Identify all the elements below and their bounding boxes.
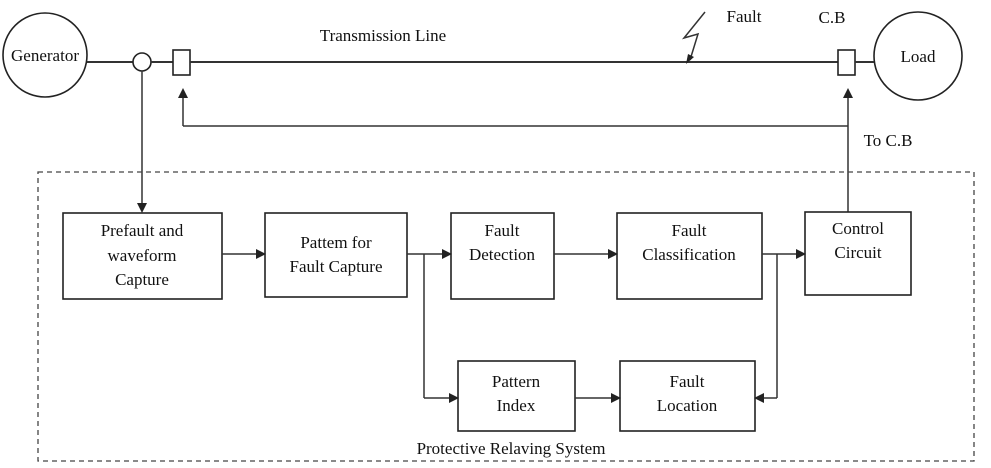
svg-text:Control: Control — [832, 219, 884, 238]
svg-text:Pattem for: Pattem for — [300, 233, 372, 252]
prefault-block: Prefault and waveform Capture — [62, 212, 223, 300]
to-cb-label: To C.B — [864, 131, 913, 150]
fault-classification-block: Fault Classification — [616, 212, 763, 300]
pattern-capture-block: Pattem for Fault Capture — [264, 212, 408, 298]
fault-label: Fault — [727, 7, 762, 26]
transmission-line-label: Transmission Line — [320, 26, 446, 45]
svg-text:Index: Index — [497, 396, 536, 415]
svg-text:Fault: Fault — [670, 372, 705, 391]
svg-text:Fault: Fault — [485, 221, 520, 240]
system-label: Protective Relaving System — [417, 439, 606, 458]
control-circuit-block: Control Circuit — [804, 211, 912, 296]
svg-text:Detection: Detection — [469, 245, 536, 264]
fault-lightning-icon — [681, 11, 706, 64]
circuit-breaker-right — [837, 49, 856, 76]
generator-node: Generator — [2, 12, 88, 98]
trip-signal-path — [178, 88, 853, 212]
svg-text:Circuit: Circuit — [834, 243, 881, 262]
circuit-breaker-left — [172, 49, 191, 76]
load-label: Load — [901, 47, 936, 66]
fault-detection-block: Fault Detection — [450, 212, 555, 300]
generator-label: Generator — [11, 46, 79, 65]
svg-text:Fault: Fault — [672, 221, 707, 240]
svg-text:waveform: waveform — [108, 246, 177, 265]
svg-text:Pattern: Pattern — [492, 372, 541, 391]
svg-text:Prefault and: Prefault and — [101, 221, 184, 240]
current-transformer — [132, 52, 152, 72]
svg-text:Fault Capture: Fault Capture — [289, 257, 382, 276]
flow-arrows — [222, 249, 806, 403]
load-node: Load — [873, 11, 963, 101]
svg-text:Classification: Classification — [642, 245, 736, 264]
pattern-index-block: Pattern Index — [457, 360, 576, 432]
fault-location-block: Fault Location — [619, 360, 756, 432]
transmission-line — [87, 49, 874, 76]
svg-text:Capture: Capture — [115, 270, 169, 289]
svg-text:Location: Location — [657, 396, 718, 415]
protective-relaying-boundary — [37, 171, 975, 462]
cb-label: C.B — [819, 8, 846, 27]
